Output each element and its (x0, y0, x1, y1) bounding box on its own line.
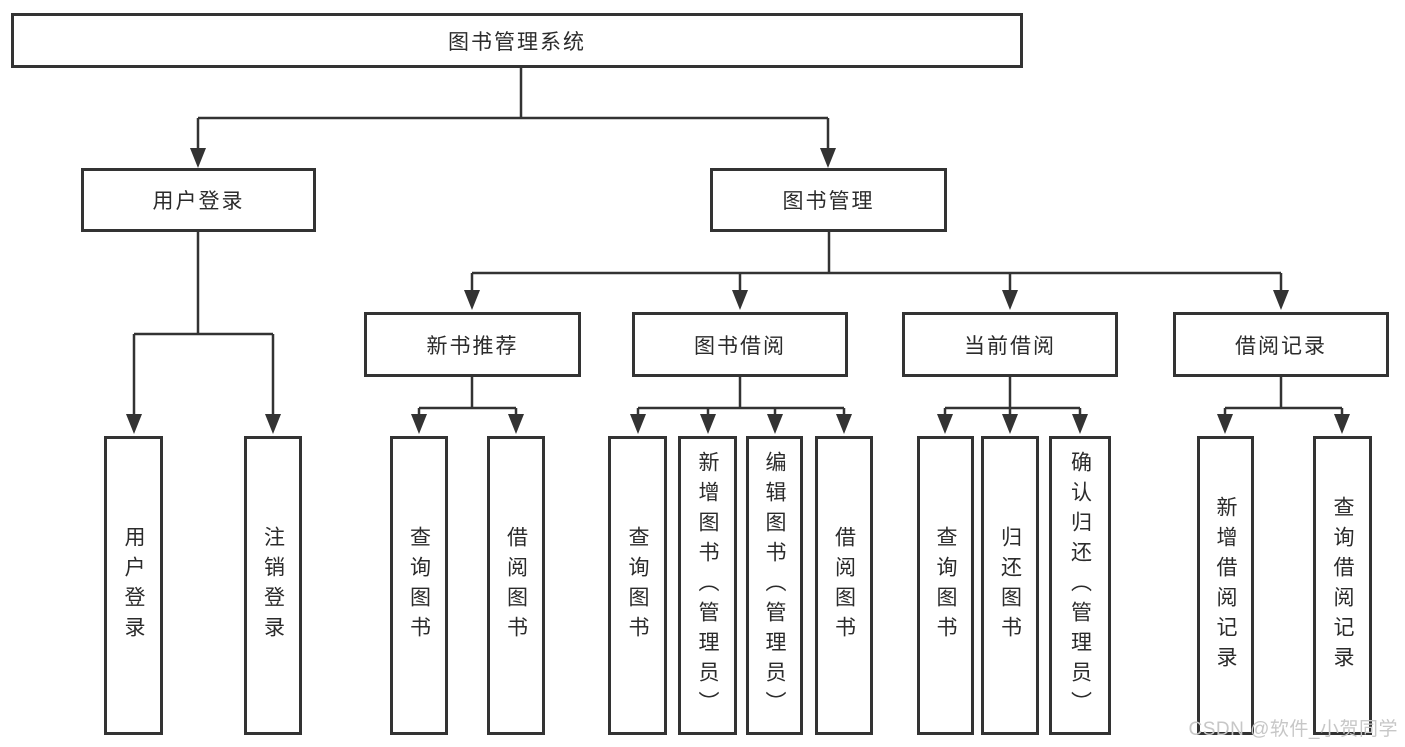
leaf-user-login: 用户登录 (104, 436, 163, 735)
leaf-add-borrow-record-label: 新增借阅记录 (1214, 495, 1237, 676)
arrowheads (126, 118, 1350, 434)
leaf-return-book: 归还图书 (981, 436, 1039, 735)
node-current-borrow: 当前借阅 (902, 312, 1118, 377)
node-new-book-recommend: 新书推荐 (364, 312, 581, 377)
leaf-borrow-borrow-books: 借阅图书 (815, 436, 873, 735)
node-user-login: 用户登录 (81, 168, 316, 232)
leaf-current-search-books-label: 查询图书 (934, 525, 957, 646)
leaf-borrow-search-books: 查询图书 (608, 436, 667, 735)
leaf-add-book-admin: 新增图书（管理员） (678, 436, 737, 735)
leaf-edit-book-admin: 编辑图书（管理员） (746, 436, 803, 735)
leaf-user-login-label: 用户登录 (122, 525, 145, 646)
node-root: 图书管理系统 (11, 13, 1023, 68)
leaf-search-borrow-record-label: 查询借阅记录 (1331, 495, 1354, 676)
leaf-return-book-label: 归还图书 (998, 525, 1022, 646)
leaf-current-search-books: 查询图书 (917, 436, 974, 735)
leaf-recommend-search-books-label: 查询图书 (407, 525, 431, 646)
node-book-borrow: 图书借阅 (632, 312, 848, 377)
leaf-recommend-search-books: 查询图书 (390, 436, 448, 735)
leaf-confirm-return-admin-label: 确认归还（管理员） (1068, 450, 1092, 721)
node-book-management: 图书管理 (710, 168, 947, 232)
connector-spine (134, 68, 1342, 410)
leaf-edit-book-admin-label: 编辑图书（管理员） (763, 450, 786, 721)
leaf-recommend-borrow-books: 借阅图书 (487, 436, 545, 735)
leaf-search-borrow-record: 查询借阅记录 (1313, 436, 1372, 735)
leaf-recommend-borrow-books-label: 借阅图书 (504, 525, 528, 646)
node-borrow-records: 借阅记录 (1173, 312, 1389, 377)
leaf-borrow-search-books-label: 查询图书 (626, 525, 649, 646)
leaf-add-book-admin-label: 新增图书（管理员） (696, 450, 719, 721)
leaf-borrow-borrow-books-label: 借阅图书 (832, 525, 856, 646)
leaf-logout-label: 注销登录 (261, 525, 285, 646)
leaf-confirm-return-admin: 确认归还（管理员） (1049, 436, 1111, 735)
watermark: CSDN @软件_小贺同学 (1188, 719, 1398, 740)
leaf-add-borrow-record: 新增借阅记录 (1197, 436, 1254, 735)
leaf-logout: 注销登录 (244, 436, 302, 735)
